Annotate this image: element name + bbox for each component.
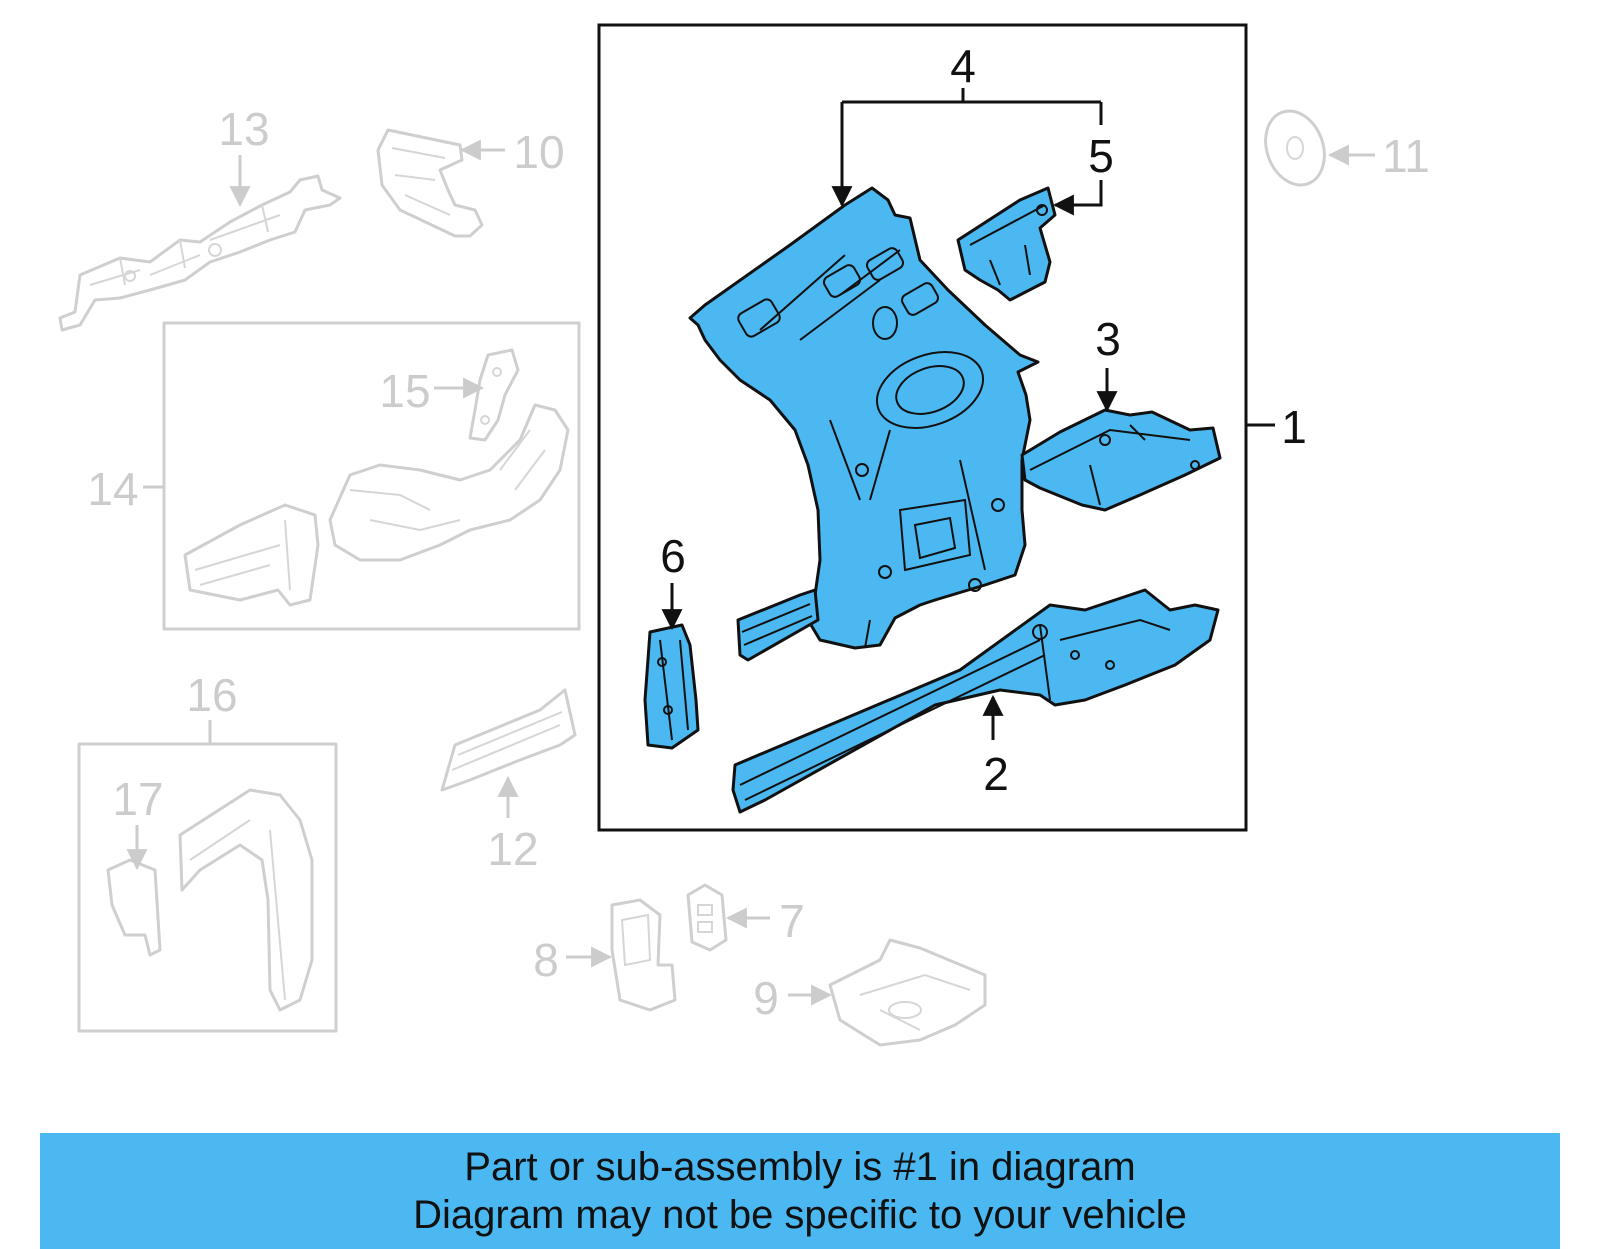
part-13-bracket [58, 174, 342, 332]
part-12-rail [440, 688, 577, 792]
callout-16: 16 [186, 669, 237, 721]
part-2-sill [731, 588, 1220, 814]
part-8-bracket [610, 898, 677, 1012]
part-11-plug [1264, 109, 1326, 187]
callout-5: 5 [1088, 130, 1114, 182]
leader-lines [126, 88, 1375, 1006]
callout-13: 13 [218, 103, 269, 155]
info-banner: Part or sub-assembly is #1 in diagram Di… [40, 1133, 1560, 1249]
part-15-bracket [468, 348, 520, 442]
banner-line-2: Diagram may not be specific to your vehi… [413, 1193, 1187, 1237]
part-14-wheelhouse [183, 403, 570, 607]
group-14-box [162, 321, 581, 631]
part-3-rail [1020, 408, 1222, 512]
callout-4: 4 [950, 40, 976, 92]
callout-14: 14 [87, 463, 138, 515]
callout-10: 10 [513, 126, 564, 178]
callout-1: 1 [1281, 401, 1307, 453]
part-4-panel [688, 186, 1040, 650]
callout-2: 2 [983, 748, 1009, 800]
part-10-bracket [376, 128, 484, 238]
part-17-bracket [106, 858, 162, 957]
part-9-pan [828, 938, 987, 1047]
part-5-bracket [956, 186, 1057, 302]
callout-3: 3 [1095, 313, 1121, 365]
callout-9: 9 [753, 972, 779, 1024]
callout-11: 11 [1382, 130, 1430, 182]
callout-15: 15 [379, 365, 430, 417]
part-4-lower-flange [736, 588, 820, 662]
callout-6: 6 [660, 530, 686, 582]
part-16-pillar [178, 788, 314, 1012]
assembly-1-box [597, 23, 1248, 832]
callout-12: 12 [487, 823, 538, 875]
group-16-box [77, 742, 338, 1033]
part-7-block [686, 883, 728, 952]
callout-17: 17 [112, 773, 163, 825]
banner-line-1: Part or sub-assembly is #1 in diagram [464, 1145, 1136, 1189]
callout-7: 7 [779, 895, 805, 947]
part-6-bracket [643, 623, 700, 750]
callout-8: 8 [533, 934, 559, 986]
